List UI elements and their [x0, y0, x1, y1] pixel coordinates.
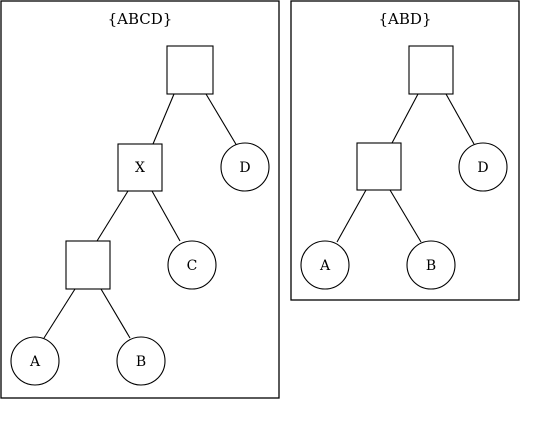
node-a-label: A — [319, 258, 331, 274]
node-root — [408, 45, 454, 95]
node-inner — [356, 142, 402, 191]
panel-abd-title: {ABD} — [379, 10, 432, 28]
panel-abcd: {ABCD} X D C A B — [0, 0, 280, 399]
edge-root-d — [445, 93, 475, 145]
node-d — [458, 142, 508, 192]
edge-inner-b — [100, 288, 131, 339]
node-b — [406, 240, 456, 290]
node-a — [300, 240, 350, 290]
edge-root-d — [205, 93, 238, 147]
edge-inner-a — [43, 288, 76, 339]
edge-inner-a — [336, 189, 367, 243]
node-x — [117, 143, 163, 192]
panel-abcd-title: {ABCD} — [108, 10, 173, 28]
node-b-label: B — [426, 258, 436, 274]
edge-x-inner — [96, 190, 129, 242]
node-c-label: C — [187, 258, 198, 274]
edge-x-c — [151, 190, 181, 242]
edge-inner-b — [389, 189, 422, 243]
node-d-label: D — [477, 160, 488, 176]
node-b — [116, 336, 166, 386]
edge-root-inner — [391, 93, 419, 144]
node-b-label: B — [136, 354, 146, 370]
panel-abd: {ABD} D A B — [290, 0, 520, 301]
node-d-label: D — [239, 160, 250, 176]
node-d — [220, 142, 270, 192]
panel-abcd-frame — [0, 0, 280, 399]
panel-abd-frame — [290, 0, 520, 301]
edge-root-x — [152, 93, 175, 145]
node-x-label: X — [135, 160, 145, 176]
node-inner — [65, 240, 111, 290]
node-root — [166, 45, 214, 95]
node-a — [10, 336, 60, 386]
node-c — [167, 240, 217, 290]
node-a-label: A — [29, 354, 41, 370]
